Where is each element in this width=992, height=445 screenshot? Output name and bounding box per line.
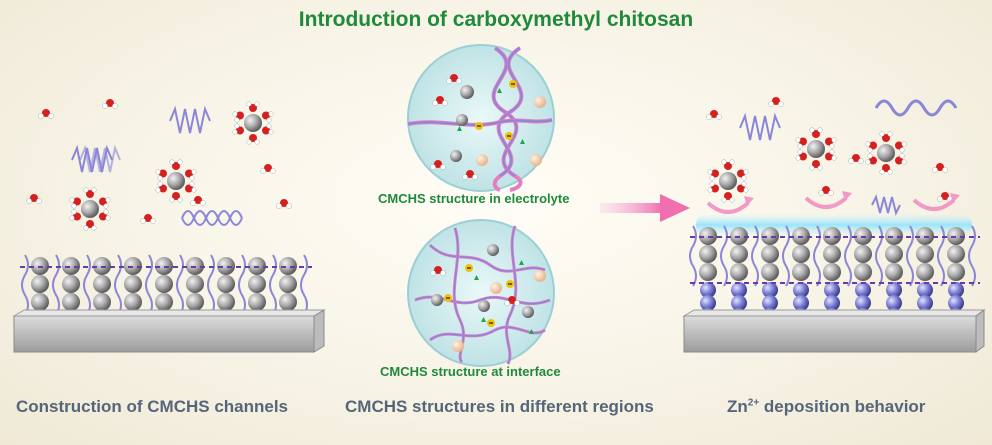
electrolyte-structure-label: CMCHS structure in electrolyte: [378, 191, 570, 206]
middle-caption: CMCHS structures in different regions: [345, 397, 654, 416]
right-caption-charge: 2+: [747, 397, 760, 409]
right-caption: Zn2+ deposition behavior: [727, 397, 925, 417]
transition-arrow: [600, 194, 690, 222]
electrolyte-circle: [407, 44, 555, 192]
left-panel: [12, 98, 326, 353]
right-caption-zn: Zn: [727, 397, 748, 416]
interface-structure-label: CMCHS structure at interface: [380, 364, 561, 379]
figure-title: Introduction of carboxymethyl chitosan: [298, 8, 694, 31]
right-caption-rest: deposition behavior: [759, 397, 926, 416]
interface-circle: [407, 219, 555, 367]
left-caption: Construction of CMCHS channels: [16, 397, 289, 416]
right-panel: [682, 96, 986, 353]
